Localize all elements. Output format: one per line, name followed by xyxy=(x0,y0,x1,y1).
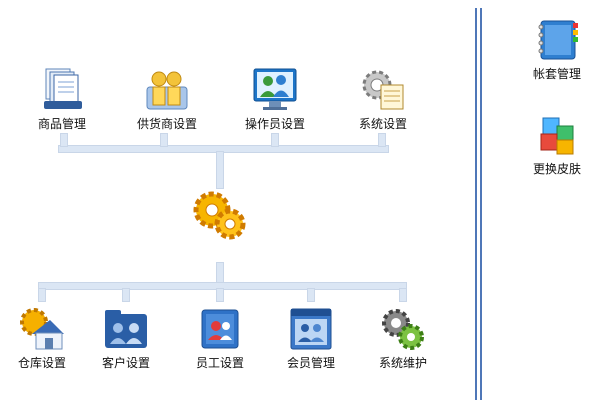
employee-folder-icon xyxy=(201,309,239,349)
top-to-center-connector xyxy=(216,151,224,189)
sidebar-item-label: 帐套管理 xyxy=(532,67,581,81)
sidebar-item-account-management[interactable]: 帐套管理 xyxy=(512,17,600,82)
module-customer-settings[interactable]: 客户设置 xyxy=(81,306,171,371)
customer-folder-icon xyxy=(105,310,147,348)
top-connector-drop xyxy=(378,133,386,147)
bottom-connector-drop xyxy=(122,288,130,302)
supplier-people-icon xyxy=(146,71,188,110)
skin-cubes-icon xyxy=(540,117,574,155)
module-label: 供货商设置 xyxy=(136,117,197,131)
module-label: 商品管理 xyxy=(37,117,86,131)
sidebar-item-change-skin[interactable]: 更换皮肤 xyxy=(512,112,600,177)
module-system-maintenance[interactable]: 系统维护 xyxy=(358,306,448,371)
module-operator-settings[interactable]: 操作员设置 xyxy=(230,67,320,132)
top-connector-drop xyxy=(160,133,168,147)
module-supplier-settings[interactable]: 供货商设置 xyxy=(122,67,212,132)
gears-icon xyxy=(193,191,246,240)
module-system-settings[interactable]: 系统设置 xyxy=(338,67,428,132)
top-connector-drop xyxy=(60,133,68,147)
bottom-connector-drop xyxy=(38,288,46,302)
module-label: 仓库设置 xyxy=(17,356,66,370)
top-connector-drop xyxy=(271,133,279,147)
bottom-connector-drop xyxy=(399,288,407,302)
module-label: 会员管理 xyxy=(286,356,335,370)
module-warehouse-settings[interactable]: 仓库设置 xyxy=(0,306,87,371)
member-window-icon xyxy=(290,308,332,350)
maintenance-gears-icon xyxy=(382,309,424,350)
settings-list-icon xyxy=(362,70,404,110)
sidebar-item-label: 更换皮肤 xyxy=(532,162,581,176)
module-label: 操作员设置 xyxy=(244,117,305,131)
module-product-management[interactable]: 商品管理 xyxy=(17,67,107,132)
vertical-divider xyxy=(475,8,477,400)
bottom-connector-drop xyxy=(216,288,224,302)
module-member-management[interactable]: 会员管理 xyxy=(266,306,356,371)
center-to-bottom-connector xyxy=(216,262,224,284)
document-stack-icon xyxy=(44,68,82,109)
bottom-connector-drop xyxy=(307,288,315,302)
module-label: 系统设置 xyxy=(358,117,407,131)
module-employee-settings[interactable]: 员工设置 xyxy=(175,306,265,371)
module-label: 员工设置 xyxy=(195,356,244,370)
operator-monitor-icon xyxy=(253,68,297,110)
center-hub xyxy=(192,190,248,242)
vertical-divider xyxy=(480,8,482,400)
module-label: 系统维护 xyxy=(378,356,427,370)
module-label: 客户设置 xyxy=(101,356,150,370)
account-book-icon xyxy=(538,20,578,60)
warehouse-house-icon xyxy=(20,308,64,350)
